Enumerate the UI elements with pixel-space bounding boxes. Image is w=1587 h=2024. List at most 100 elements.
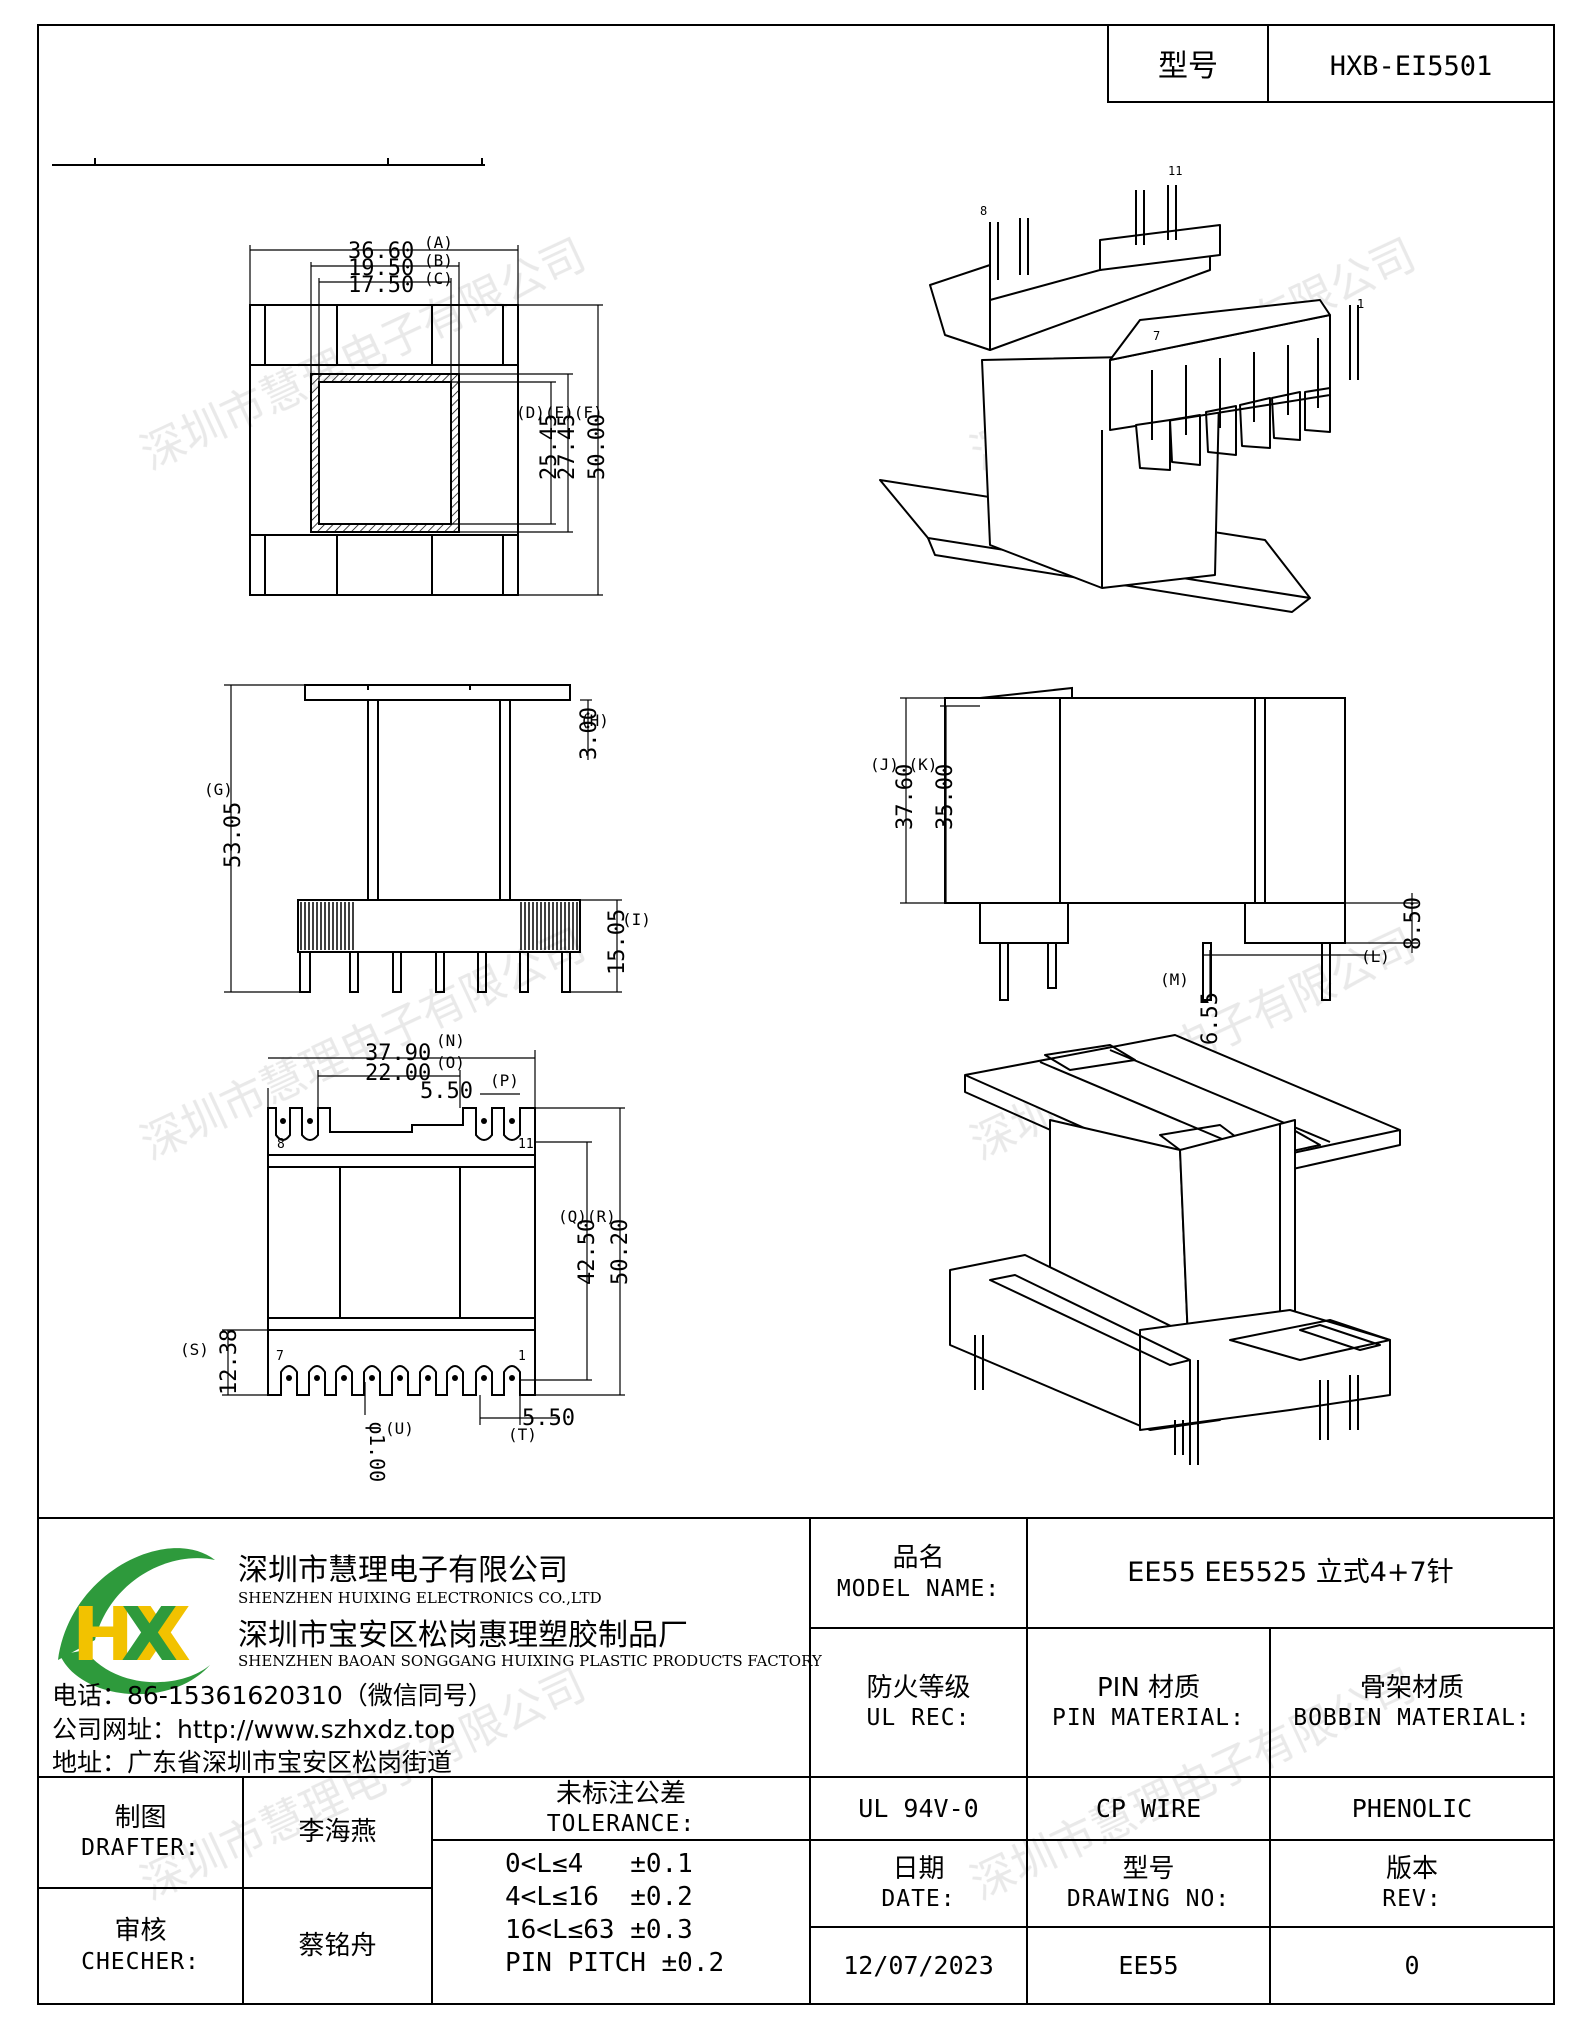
drafter-label: 制图 DRAFTER: <box>38 1777 243 1888</box>
header-model-label: 型号 <box>1158 49 1218 84</box>
dim-m: 6.55 <box>1198 992 1223 1045</box>
rev-label-cn: 版本 <box>1385 1853 1438 1884</box>
dim-a-tag: (A) <box>424 233 453 252</box>
title-block-grid <box>38 1517 1554 2004</box>
model-name-value: EE55 EE5525 立式4+7针 <box>1027 1518 1554 1628</box>
tolerance-label: 未标注公差 TOLERANCE: <box>432 1777 810 1840</box>
checker-name: 蔡铭舟 <box>243 1888 432 2004</box>
top-view-dims: 36.60 (A) 19.50 (B) 17.50 (C) (D)(E)(F) … <box>348 233 610 480</box>
dim-g-tag: (G) <box>204 780 233 799</box>
dim-d: 25.45 <box>537 414 562 480</box>
dim-g: 53.05 <box>221 802 246 868</box>
dim-c-tag: (C) <box>424 269 453 288</box>
dim-m-tag: (M) <box>1160 970 1189 989</box>
company-address: 地址：广东省深圳市宝安区松岗街道 <box>52 1748 453 1777</box>
outer-border <box>37 24 1555 2005</box>
iso-view-top <box>879 185 1359 613</box>
company-name-cn: 深圳市慧理电子有限公司 <box>238 1553 568 1588</box>
scale-bar <box>52 158 485 166</box>
pin-material-label-en: PIN MATERIAL: <box>1051 1705 1245 1732</box>
dim-s-tag: (S) <box>180 1340 209 1359</box>
drawing-no-label-en: DRAWING NO: <box>1066 1886 1231 1913</box>
dim-jk-tags: (J) (K) <box>870 755 937 774</box>
pin-label-7: 7 <box>276 1349 284 1364</box>
date-value: 12/07/2023 <box>810 1927 1027 2004</box>
side-view <box>900 686 1418 1001</box>
dim-a: 36.60 <box>348 239 414 264</box>
dim-r: 50.20 <box>608 1219 633 1285</box>
drafter-label-cn: 制图 <box>114 1802 167 1833</box>
model-name-value-text: EE55 EE5525 立式4+7针 <box>1127 1557 1454 1589</box>
dim-t: 5.50 <box>522 1406 575 1431</box>
dim-def-tags: (D)(E)(F) <box>516 403 603 422</box>
rev-label: 版本 REV: <box>1270 1840 1554 1927</box>
drawing-no-label: 型号 DRAWING NO: <box>1027 1840 1270 1927</box>
date-label-en: DATE: <box>881 1886 956 1913</box>
checker-label-en: CHECHER: <box>81 1948 200 1975</box>
rev-value-text: 0 <box>1404 1950 1420 1980</box>
dim-l-tag: (L) <box>1361 947 1390 966</box>
side-view-dims: (J) (K) 37.60 35.00 (L) 8.50 (M) 6.55 <box>870 755 1426 1045</box>
dim-b: 19.50 <box>348 256 414 281</box>
dim-j: 37.60 <box>893 764 918 830</box>
drawing-no-label-cn: 型号 <box>1122 1853 1175 1884</box>
pin-label-1: 1 <box>518 1349 526 1364</box>
tolerance-label-en: TOLERANCE: <box>546 1811 696 1838</box>
bottom-view <box>222 1050 625 1425</box>
checker-name-text: 蔡铭舟 <box>298 1930 377 1961</box>
iso-view-top-pins: 8 11 7 1 <box>980 164 1364 343</box>
dim-i: 15.05 <box>605 909 630 975</box>
pin-label-11: 11 <box>518 1137 534 1152</box>
pin-label-8: 8 <box>277 1137 285 1152</box>
ul-rec-value-text: UL 94V-0 <box>858 1793 979 1823</box>
iso-pin-label-1: 1 <box>1357 297 1364 311</box>
model-name-label-en: MODEL NAME: <box>836 1575 1001 1602</box>
iso-pin-label-7: 7 <box>1153 329 1160 343</box>
iso-pin-label-11: 11 <box>1168 164 1182 178</box>
tolerance-line: 4<L≤16 ±0.2 <box>505 1882 693 1912</box>
ul-rec-value: UL 94V-0 <box>810 1777 1027 1840</box>
model-name-label: 品名 MODEL NAME: <box>810 1518 1027 1628</box>
dim-p: 5.50 <box>420 1079 473 1104</box>
drafter-name: 李海燕 <box>243 1777 432 1888</box>
header-model-value: HXB-EI5501 <box>1330 51 1493 82</box>
dim-b-tag: (B) <box>424 251 453 270</box>
iso-view-bottom <box>949 1034 1401 1465</box>
pin-material-label: PIN 材质 PIN MATERIAL: <box>1027 1628 1270 1777</box>
dim-p-tag: (P) <box>490 1071 519 1090</box>
rev-value: 0 <box>1270 1927 1554 2004</box>
front-view <box>224 684 622 993</box>
checker-label-cn: 审核 <box>114 1916 167 1947</box>
header-model-box: 型号 HXB-EI5501 <box>1107 24 1555 103</box>
logo-text: HX <box>72 1592 191 1678</box>
company-name-en: SHENZHEN HUIXING ELECTRONICS CO.,LTD <box>238 1589 602 1607</box>
pin-material-value-text: CP WIRE <box>1095 1793 1202 1823</box>
date-label: 日期 DATE: <box>810 1840 1027 1927</box>
front-view-dims: (G) 53.05 (H) 3.00 (I) 15.05 <box>204 707 651 975</box>
dim-i-tag: (I) <box>622 910 651 929</box>
dim-o-tag: (O) <box>436 1053 465 1072</box>
pin-material-label-cn: PIN 材质 <box>1096 1672 1201 1703</box>
date-label-cn: 日期 <box>892 1853 945 1884</box>
tolerance-line: 16<L≤63 ±0.3 <box>505 1915 693 1945</box>
company-website: 公司网址：http://www.szhxdz.top <box>52 1715 456 1744</box>
factory-name-en: SHENZHEN BAOAN SONGGANG HUIXING PLASTIC … <box>238 1652 822 1670</box>
bobbin-material-value: PHENOLIC <box>1270 1777 1554 1840</box>
iso-pin-label-8: 8 <box>980 204 987 218</box>
top-view <box>249 245 603 596</box>
dim-h-tag: (H) <box>580 711 609 730</box>
model-name-label-cn: 品名 <box>892 1543 945 1574</box>
ul-rec-label-en: UL REC: <box>866 1705 971 1732</box>
bobbin-material-label-en: BOBBIN MATERIAL: <box>1293 1705 1531 1732</box>
bottom-view-pins <box>280 1118 515 1381</box>
dim-s: 12.38 <box>217 1329 242 1395</box>
drawing-no-value: EE55 <box>1027 1927 1270 2004</box>
ul-rec-label-cn: 防火等级 <box>866 1672 971 1703</box>
dim-h: 3.00 <box>577 707 602 760</box>
dim-o: 22.00 <box>365 1061 431 1086</box>
ul-rec-label: 防火等级 UL REC: <box>810 1628 1027 1777</box>
tolerance-line: PIN PITCH ±0.2 <box>505 1948 725 1978</box>
company-phone: 电话：86-15361620310（微信同号） <box>52 1681 493 1710</box>
